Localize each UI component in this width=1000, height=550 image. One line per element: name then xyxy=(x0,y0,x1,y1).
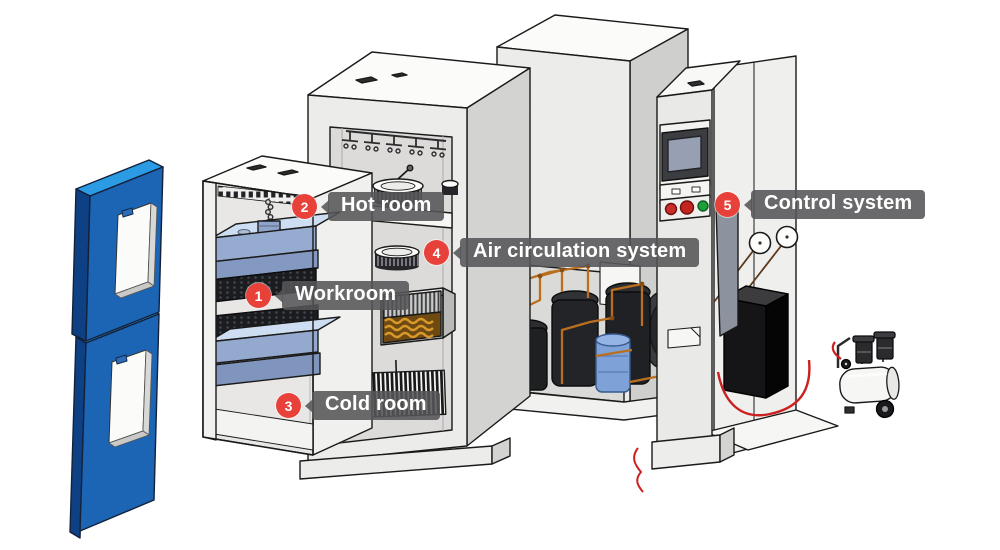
touchscreen xyxy=(659,119,711,191)
left-wall-sliver xyxy=(202,180,217,441)
insulated-door-panels xyxy=(69,159,164,539)
callout-air-circulation: 4 Air circulation system xyxy=(424,238,700,267)
green-button xyxy=(697,200,709,212)
compressor-tank-horizontal xyxy=(839,366,900,404)
callout-label-workroom: Workroom xyxy=(282,281,410,310)
door-upper-panel xyxy=(71,159,164,342)
callout-badge-5: 5 xyxy=(715,192,740,217)
callout-hot-room: 2 Hot room xyxy=(292,192,445,221)
heater-hangers xyxy=(341,130,447,158)
callout-badge-1: 1 xyxy=(246,283,271,308)
top-vent xyxy=(391,72,408,78)
drain-wires xyxy=(633,447,644,493)
top-vent xyxy=(355,76,378,84)
callout-label-cold-room: Cold room xyxy=(312,391,440,420)
door-window xyxy=(108,349,153,448)
tower-top-vent xyxy=(687,80,705,87)
callout-control-system: 5 Control system xyxy=(715,190,926,219)
window-latch xyxy=(121,207,134,218)
callout-badge-2: 2 xyxy=(292,194,317,219)
callout-cold-room: 3 Cold room xyxy=(276,391,440,420)
door-window xyxy=(114,202,158,299)
callout-badge-3: 3 xyxy=(276,393,301,418)
air-compressor xyxy=(831,331,900,419)
document-pocket xyxy=(667,326,701,349)
cabinet-base-side xyxy=(491,437,511,465)
control-tower xyxy=(651,60,741,470)
fan-impeller-lower xyxy=(374,245,420,271)
compressor-foot xyxy=(844,406,855,414)
indicator-buttons xyxy=(659,194,711,222)
tower-base-side xyxy=(719,427,735,463)
door-lower-panel xyxy=(69,307,160,539)
cold-tray-stack xyxy=(203,304,341,388)
fan-impeller-small xyxy=(441,179,459,195)
callout-label-air-circulation: Air circulation system xyxy=(460,238,700,267)
window-latch xyxy=(115,354,128,365)
air-hose xyxy=(831,341,842,360)
accumulator-cylinder xyxy=(595,333,631,393)
callout-label-hot-room: Hot room xyxy=(328,192,445,221)
test-chamber xyxy=(202,155,373,456)
callout-workroom: 1 Workroom xyxy=(246,281,410,310)
callout-badge-4: 4 xyxy=(424,240,449,265)
power-cable xyxy=(716,359,811,417)
red-button xyxy=(679,200,695,215)
callout-label-control-system: Control system xyxy=(751,190,926,219)
chamber-top-vent xyxy=(277,169,299,176)
compressor-handle xyxy=(836,336,851,368)
compressor-heads xyxy=(852,331,896,364)
chamber-top-vent xyxy=(246,164,267,171)
red-button xyxy=(664,202,678,216)
